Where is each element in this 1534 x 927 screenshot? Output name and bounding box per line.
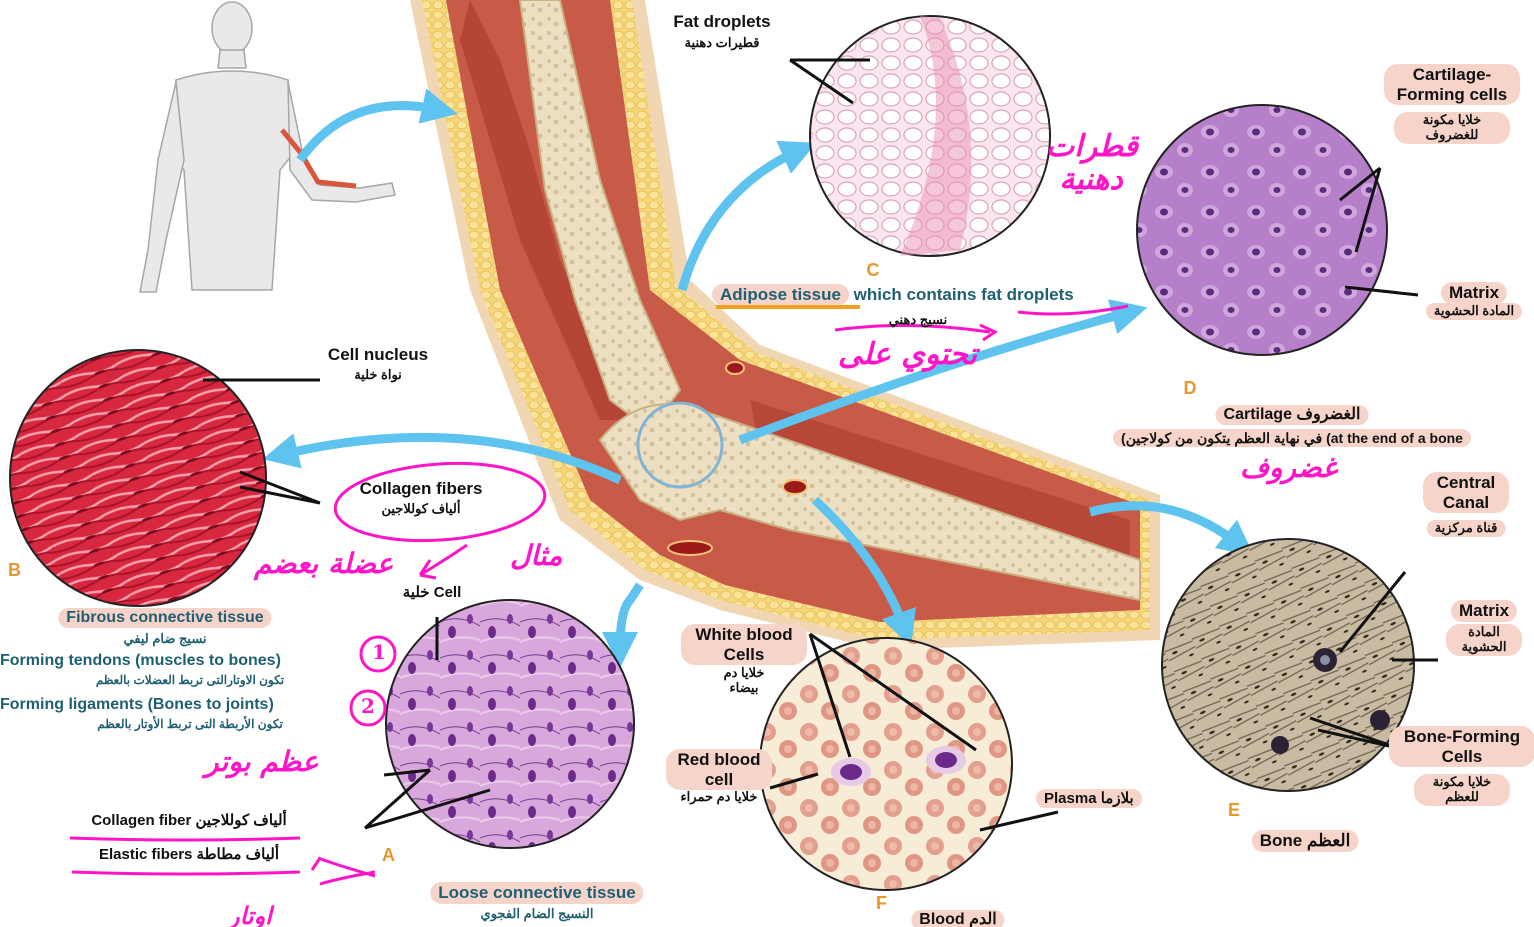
adipose-ar: نسيج دهني	[889, 313, 948, 328]
letter-b: B	[8, 560, 21, 581]
cell-nucleus-ar: نواة خلية	[354, 368, 402, 383]
cartilage-cells-label: Cartilage-Forming cells	[1384, 64, 1520, 105]
cartilage-matrix-label: Matrix	[1441, 282, 1507, 304]
collagen-fiber-label: Collagen fiber ألياف كوللاجين	[91, 812, 286, 829]
cell-nucleus-label: Cell nucleus	[328, 345, 428, 365]
pen-note-fat: قطرات دهنية	[1046, 130, 1136, 196]
bone-title: Bone العظم	[1252, 830, 1359, 852]
cartilage-desc: (في نهاية العظم يتكون من كولاجين (at the…	[1113, 429, 1471, 447]
fibrous-title-ar: نسيج ضام ليفي	[123, 632, 206, 647]
pen-number-1: 1	[372, 641, 386, 664]
pen-note-contains: تحتوي على	[838, 338, 977, 373]
cell-label: خلية Cell	[403, 584, 462, 601]
letter-f: F	[876, 893, 887, 914]
fibrous-line-2-ar: تكون الأربطة التى تربط الأوتار بالعظم	[97, 718, 283, 732]
elastic-fibers-label: Elastic fibers ألياف مطاطة	[99, 846, 279, 863]
adipose-caption: Adipose tissue which contains fat drople…	[712, 285, 1074, 305]
fibrous-line-2: Forming ligaments (Bones to joints)	[0, 696, 274, 714]
loose-title: Loose connective tissue	[430, 882, 643, 904]
pen-note-tendons: اوتار	[228, 902, 272, 927]
fibrous-line-1: Forming tendons (muscles to bones)	[0, 652, 281, 670]
pen-number-2: 2	[361, 695, 375, 718]
central-canal-label: Central Canal	[1423, 472, 1509, 513]
rbc-label: Red blood cell	[666, 749, 772, 790]
letter-a: A	[382, 845, 395, 866]
letter-d: D	[1184, 378, 1197, 399]
central-canal-ar: قناة مركزية	[1427, 520, 1506, 537]
bone-cells-ar: خلايا مكونة للعظم	[1414, 774, 1510, 806]
cartilage-cells-ar: خلايا مكونة للغضروف	[1394, 112, 1510, 144]
letter-e: E	[1228, 800, 1240, 821]
pen-note-muscle: عضلة بعضم	[254, 548, 393, 580]
pen-note-bone-tendon: عظم بوتر	[205, 746, 319, 778]
fibrous-line-1-ar: تكون الاوتارالتى تربط العضلات بالعظم	[96, 674, 284, 688]
wbc-ar: خلايا دم بيضاء	[714, 666, 774, 696]
collagen-fibers-label: Collagen fibers	[360, 479, 483, 499]
pen-note-cartilage: غضروف	[1240, 452, 1337, 484]
human-figure	[140, 2, 395, 292]
bone-matrix-ar: المادة الحشوية	[1446, 624, 1522, 656]
cartilage-matrix-ar: المادة الحشوية	[1426, 303, 1522, 320]
loose-title-ar: النسيج الضام الفجوي	[481, 907, 594, 922]
wbc-label: White blood Cells	[681, 624, 807, 665]
cartilage-title: Cartilage الغضروف	[1216, 405, 1369, 425]
fat-droplets-ar: قطيرات دهنية	[682, 36, 762, 51]
bone-matrix-label: Matrix	[1451, 600, 1517, 622]
blood-title: Blood الدم	[911, 910, 1004, 927]
fibrous-title: Fibrous connective tissue	[58, 608, 271, 628]
plasma-label: Plasma بلازما	[1036, 789, 1142, 808]
collagen-fibers-ar: ألياف كوللاجين	[381, 502, 460, 517]
rbc-ar: خلايا دم حمراء	[681, 790, 758, 805]
bone-cells-label: Bone-Forming Cells	[1389, 726, 1534, 767]
letter-c: C	[867, 260, 880, 281]
fat-droplets-label: Fat droplets	[673, 12, 770, 32]
pen-note-example: مثال	[510, 540, 562, 572]
